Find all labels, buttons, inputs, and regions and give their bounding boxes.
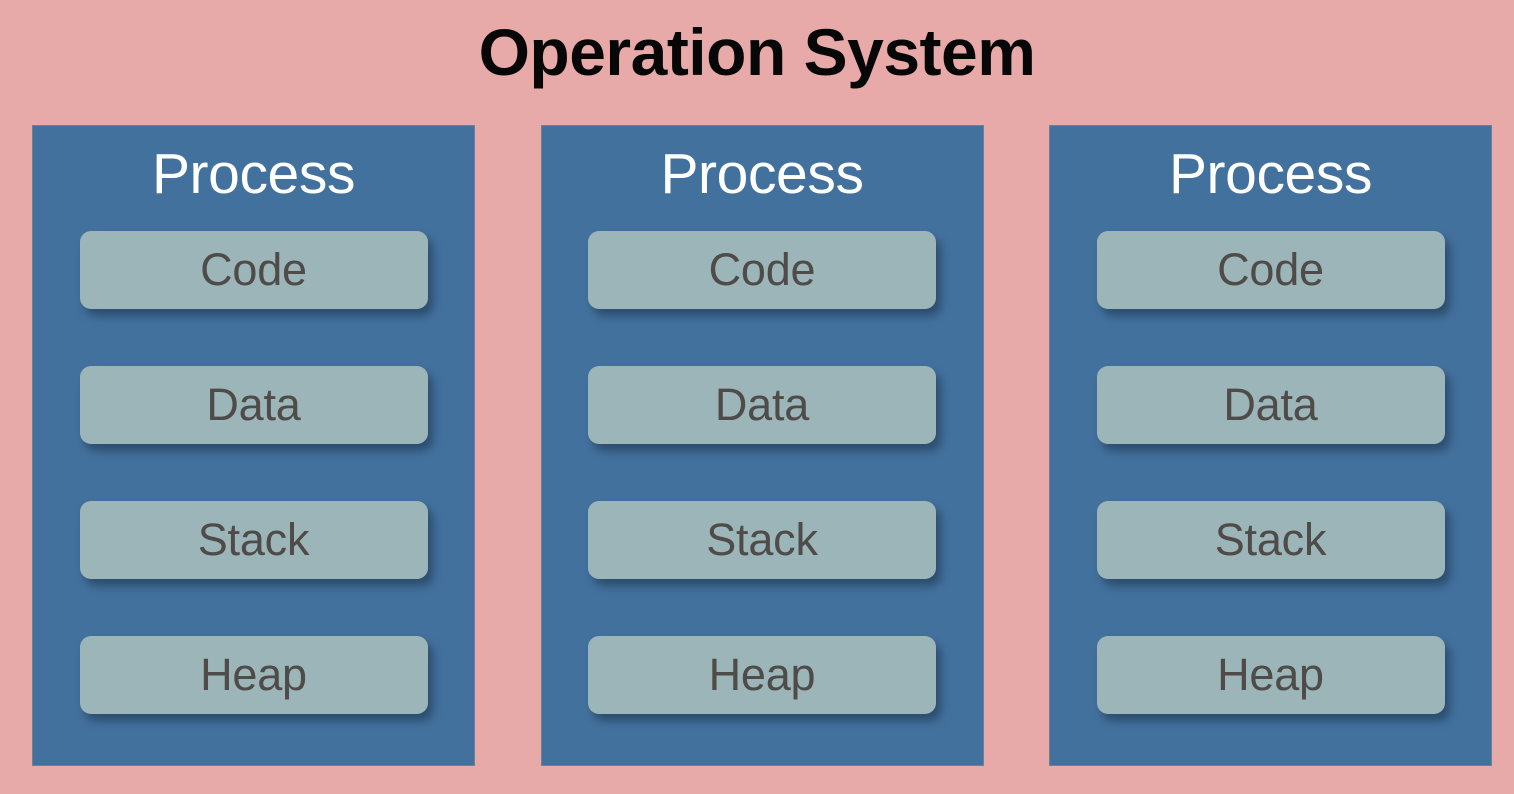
segment-label: Code [200, 244, 307, 295]
process-box-3: Process Code Data Stack Heap [1049, 125, 1492, 766]
segment-pill-data: Data [588, 366, 936, 444]
segment-list: Code Data Stack Heap [79, 231, 428, 714]
segment-label: Code [708, 244, 816, 295]
segment-label: Heap [708, 649, 816, 700]
process-row: Process Code Data Stack Heap Process [32, 125, 1492, 766]
segment-label: Stack [706, 514, 818, 565]
segment-label: Stack [197, 514, 310, 565]
segment-label: Code [1217, 244, 1324, 295]
segment-label: Data [206, 379, 301, 430]
segment-pill-data: Data [1096, 366, 1445, 444]
process-heading: Process [151, 142, 356, 206]
segment-label: Data [1223, 379, 1318, 430]
segment-pill-code: Code [1096, 231, 1445, 309]
segment-pill-heap: Heap [588, 636, 936, 714]
segment-pill-code: Code [79, 231, 428, 309]
segment-pill-heap: Heap [1096, 636, 1445, 714]
segment-pill-data: Data [79, 366, 428, 444]
segment-list: Code Data Stack Heap [588, 231, 936, 714]
process-box-1: Process Code Data Stack Heap [32, 125, 475, 766]
segment-label: Data [714, 379, 810, 430]
diagram-title: Operation System [478, 15, 1036, 89]
process-heading: Process [1168, 142, 1373, 206]
segment-pill-heap: Heap [79, 636, 428, 714]
segment-list: Code Data Stack Heap [1096, 231, 1445, 714]
segment-pill-stack: Stack [1096, 501, 1445, 579]
segment-label: Heap [200, 649, 307, 700]
segment-label: Stack [1214, 514, 1327, 565]
segment-label: Heap [1217, 649, 1324, 700]
segment-pill-code: Code [588, 231, 936, 309]
segment-pill-stack: Stack [79, 501, 428, 579]
process-box-2: Process Code Data Stack Heap [540, 125, 984, 766]
process-heading: Process [660, 142, 864, 206]
segment-pill-stack: Stack [588, 501, 936, 579]
